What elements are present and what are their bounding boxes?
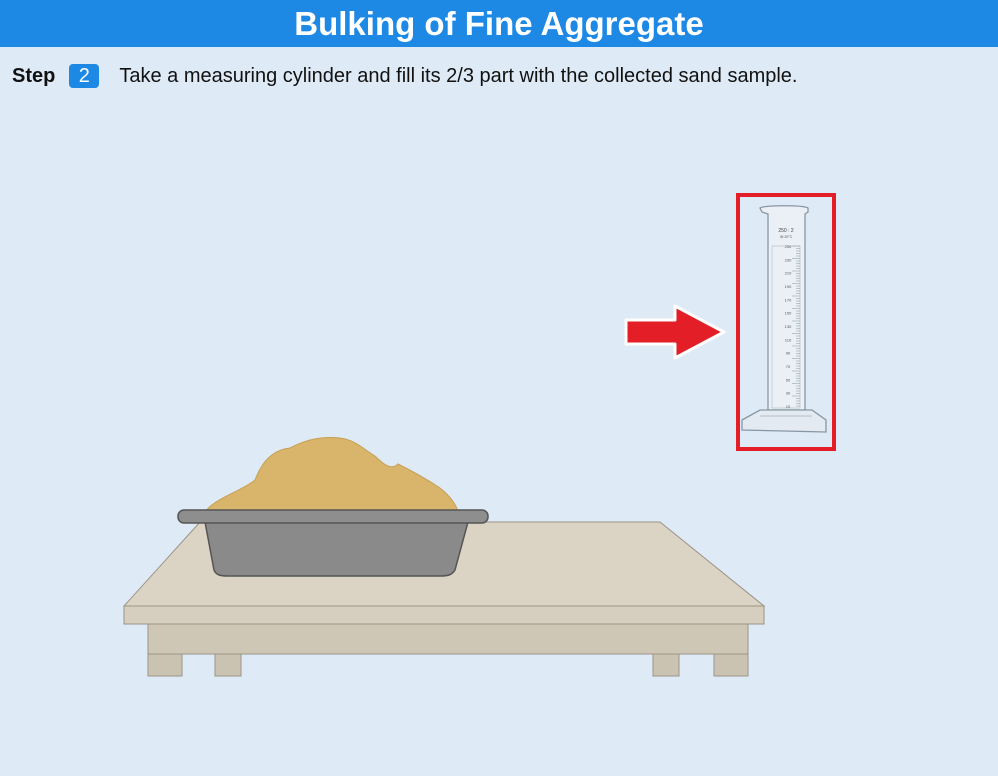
cylinder-scale-label: 170 bbox=[785, 297, 792, 302]
cylinder-scale-label: 110 bbox=[785, 337, 792, 342]
cylinder-title: 250 : 2 bbox=[778, 228, 794, 234]
sand-pile bbox=[204, 437, 459, 513]
cylinder-scale-label: 30 bbox=[786, 391, 791, 396]
cylinder-scale-label: 230 bbox=[785, 257, 792, 262]
title-bar: Bulking of Fine Aggregate bbox=[0, 0, 998, 47]
step-label: Step bbox=[12, 64, 56, 87]
pointer-arrow-icon bbox=[624, 304, 726, 360]
cylinder-scale-label: 70 bbox=[786, 364, 791, 369]
cylinder-scale-label: 190 bbox=[785, 284, 792, 289]
step-number-badge: 2 bbox=[69, 64, 100, 88]
cylinder-scale-label: 210 bbox=[785, 271, 792, 276]
cylinder-scale-label: 250 bbox=[785, 244, 792, 249]
cylinder-scale-label: 50 bbox=[786, 377, 791, 382]
page-title: Bulking of Fine Aggregate bbox=[294, 4, 704, 42]
measuring-cylinder: 250 : 2 IN 20°C 250 230 210 190 170 150 130 110… bbox=[741, 205, 827, 433]
step-instruction-bar: Step 2 Take a measuring cylinder and fil… bbox=[12, 62, 797, 90]
step-instruction-text: Take a measuring cylinder and fill its 2… bbox=[119, 64, 798, 87]
sand-tray bbox=[177, 509, 489, 577]
cylinder-scale-label: 130 bbox=[785, 324, 792, 329]
cylinder-subtitle: IN 20°C bbox=[780, 235, 793, 239]
cylinder-scale-label: 150 bbox=[785, 311, 792, 316]
measuring-cylinder-selection[interactable] bbox=[736, 193, 836, 451]
cylinder-scale-label: 90 bbox=[786, 351, 791, 356]
cylinder-scale-label: 10 bbox=[786, 404, 791, 409]
